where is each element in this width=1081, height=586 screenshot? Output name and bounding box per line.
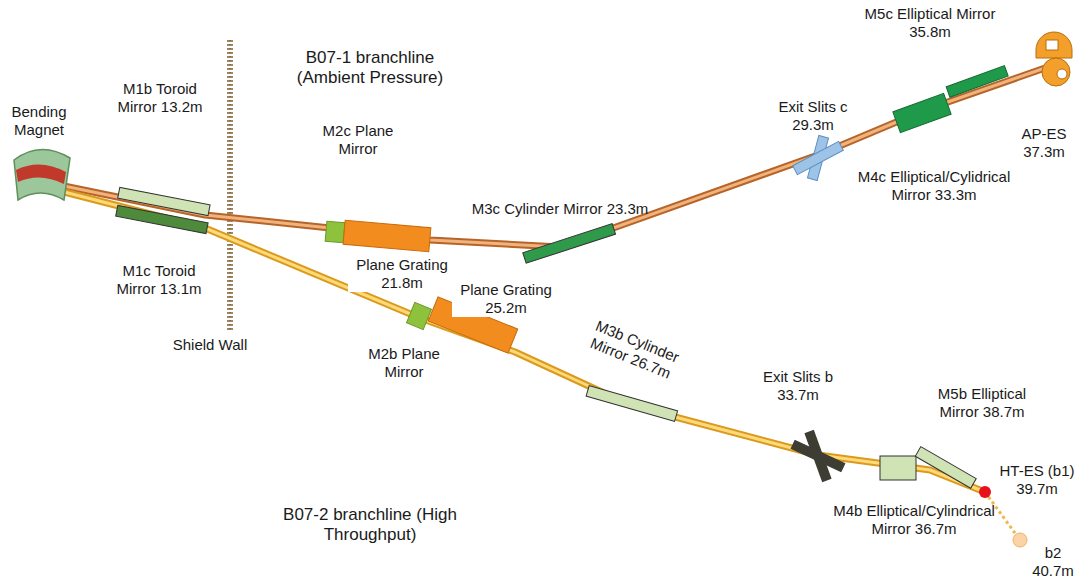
part-label: M4b Elliptical/Cylindrical Mirror 36.7m: [828, 502, 1000, 538]
branchline-title: B07-2 branchline (High Throughput): [280, 505, 460, 545]
beam-c-core: [25, 68, 1045, 247]
part-label: M1c Toroid Mirror 13.1m: [108, 262, 210, 298]
part-label: M3c Cylinder Mirror 23.3m: [455, 200, 665, 218]
beam-b: [25, 182, 985, 492]
m1c-mirror: [116, 205, 208, 233]
m3b-mirror: [586, 386, 677, 422]
part-label: M2c Plane Mirror: [318, 122, 398, 158]
m4b-mirror: [880, 456, 916, 480]
part-label: Plane Grating 21.8m: [348, 256, 456, 292]
part-label: M5b Elliptical Mirror 38.7m: [932, 385, 1032, 421]
bending-magnet: [14, 149, 70, 200]
part-label: b2 40.7m: [1029, 544, 1077, 580]
part-label: Exit Slits c 29.3m: [765, 98, 861, 134]
part-label: HT-ES (b1) 39.7m: [997, 462, 1077, 498]
exit-slits-c: [793, 135, 844, 180]
branchline-title: B07-1 branchline (Ambient Pressure): [280, 48, 460, 88]
part-label: M3b Cylinder Mirror 26.7m: [568, 309, 700, 390]
part-label: Exit Slits b 33.7m: [750, 368, 846, 404]
grating-c: [343, 220, 431, 251]
part-label: M2b Plane Mirror: [362, 345, 446, 381]
m5b-mirror: [915, 447, 976, 489]
part-label: Shield Wall: [160, 336, 260, 354]
shield-wall: [227, 40, 233, 330]
part-label: M1b Toroid Mirror 13.2m: [110, 80, 210, 116]
part-label: Plane Grating 25.2m: [452, 281, 560, 317]
ap-es-station: [1036, 32, 1072, 86]
beam-c: [25, 68, 1045, 247]
m2b-mirror: [407, 302, 432, 329]
shield-wall-texture: [230, 40, 231, 330]
b2-point: [1013, 533, 1027, 547]
exit-slits-b: [791, 430, 846, 482]
ht-es-b1-point: [979, 486, 991, 498]
part-label: AP-ES 37.3m: [1012, 125, 1076, 161]
part-label: M4c Elliptical/Cylidrical Mirror 33.3m: [850, 168, 1018, 204]
m5c-mirror: [946, 66, 1008, 98]
electron-orbit: [16, 164, 66, 184]
m2c-mirror: [325, 221, 345, 242]
m4c-mirror: [893, 93, 951, 132]
part-label: M5c Elliptical Mirror 35.8m: [850, 5, 1010, 41]
beam-b-core: [25, 182, 985, 492]
m3c-mirror: [523, 224, 616, 264]
part-label: Bending Magnet: [3, 103, 75, 139]
